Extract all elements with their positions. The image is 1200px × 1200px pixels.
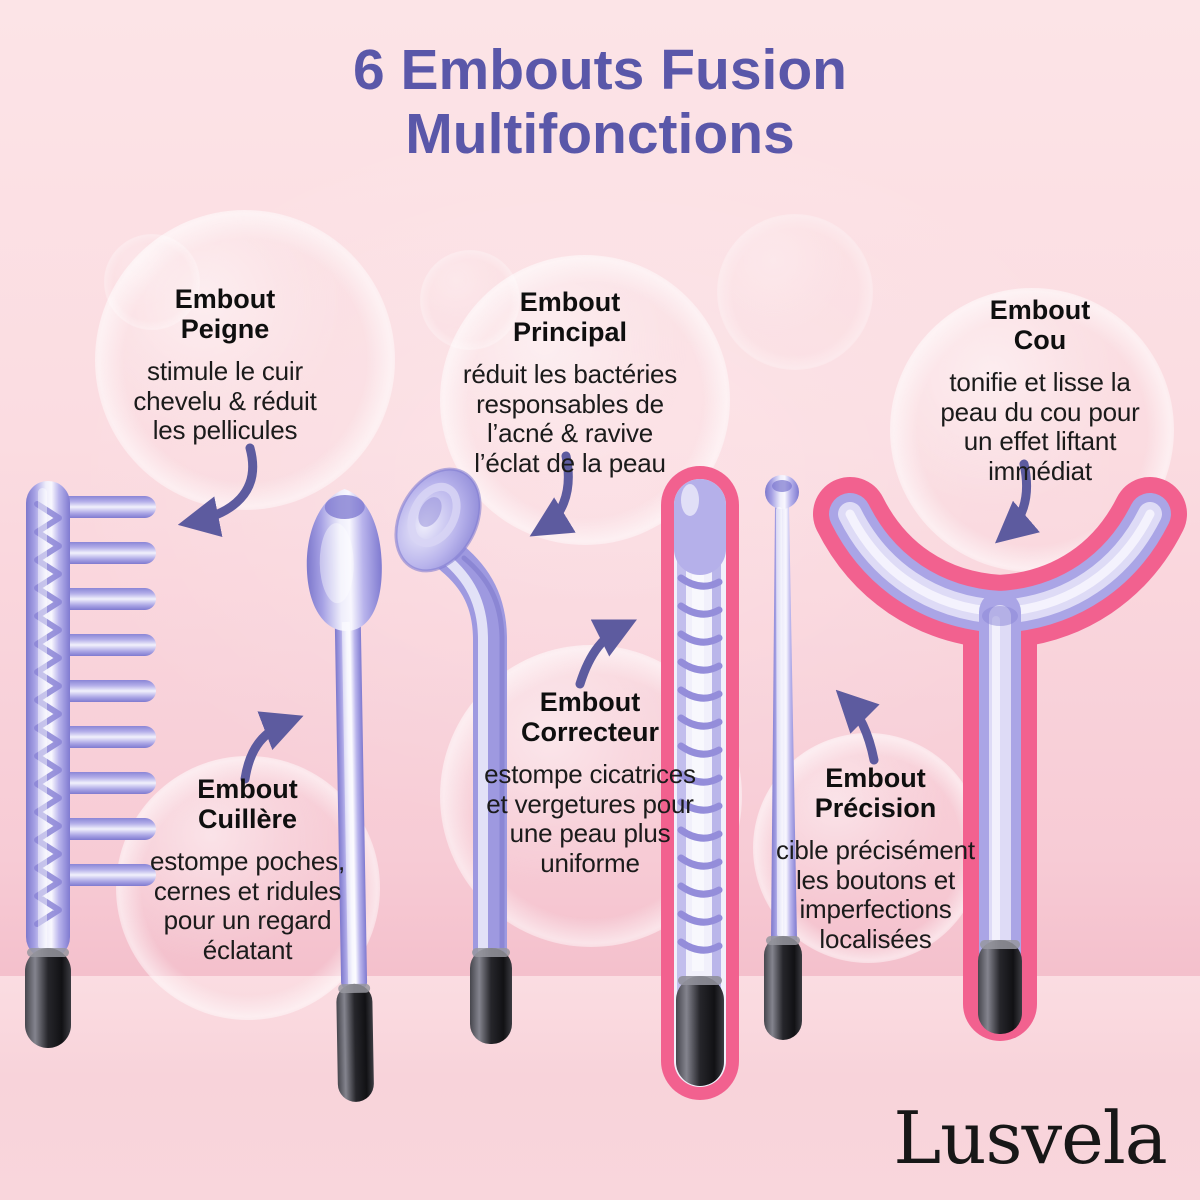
callout-correcteur: Embout Correcteur estompe cicatrices et … — [430, 687, 750, 878]
callout-title-principal: Embout Principal — [512, 287, 628, 347]
callout-title-precision: Embout Précision — [814, 763, 937, 823]
callout-cuillere: Embout Cuillère estompe poches, cernes e… — [95, 774, 400, 965]
callout-peigne: Embout Peigne stimule le cuir chevelu & … — [85, 284, 365, 446]
mushroom-attachment — [394, 467, 512, 1044]
bubble-decoration — [116, 756, 380, 1020]
brand-logo: Lusvela — [893, 1096, 1167, 1180]
neck-fork-attachment — [813, 477, 1187, 1041]
callout-description-correcteur: estompe cicatrices et vergetures pour un… — [484, 759, 696, 878]
callout-title-cuillere: Embout Cuillère — [197, 774, 298, 834]
callout-description-precision: cible précisément les boutons et imperfe… — [776, 835, 975, 954]
callout-description-cuillere: estompe poches, cernes et ridules pour u… — [149, 846, 345, 965]
arrow-to-mushroom — [529, 451, 576, 537]
arrow-to-comb — [177, 443, 258, 538]
bubble-decoration — [104, 234, 200, 330]
page-title: 6 Embouts Fusion Multifonctions — [352, 38, 848, 167]
callout-title-cou: Embout Cou — [989, 295, 1091, 355]
callout-principal: Embout Principal réduit les bactéries re… — [420, 287, 720, 478]
spiral-tube-attachment — [661, 466, 739, 1100]
callout-title-peigne: Embout Peigne — [174, 284, 276, 344]
comb-attachment — [25, 481, 156, 1048]
callout-title-correcteur: Embout Correcteur — [520, 687, 660, 747]
callout-description-principal: réduit les bactéries responsables de l’a… — [462, 359, 678, 478]
callout-cou: Embout Cou tonifie et lisse la peau du c… — [890, 295, 1190, 486]
callout-arrows — [177, 443, 1040, 784]
callout-description-cou: tonifie et lisse la peau du cou pour un … — [940, 367, 1140, 486]
bubble-decoration — [420, 250, 520, 350]
point-rod-attachment — [764, 475, 802, 1040]
arrow-to-point-rod — [835, 689, 880, 765]
bubble-decoration — [95, 210, 395, 510]
bubble-decoration — [717, 214, 873, 370]
callout-description-peigne: stimule le cuir chevelu & réduit les pel… — [133, 356, 317, 446]
arrow-to-neck-fork — [995, 459, 1040, 544]
spoon-attachment — [306, 489, 382, 1102]
arrow-to-spoon — [240, 711, 304, 784]
arrow-to-spiral-tube — [575, 619, 637, 689]
callout-precision: Embout Précision cible précisément les b… — [733, 763, 1018, 954]
